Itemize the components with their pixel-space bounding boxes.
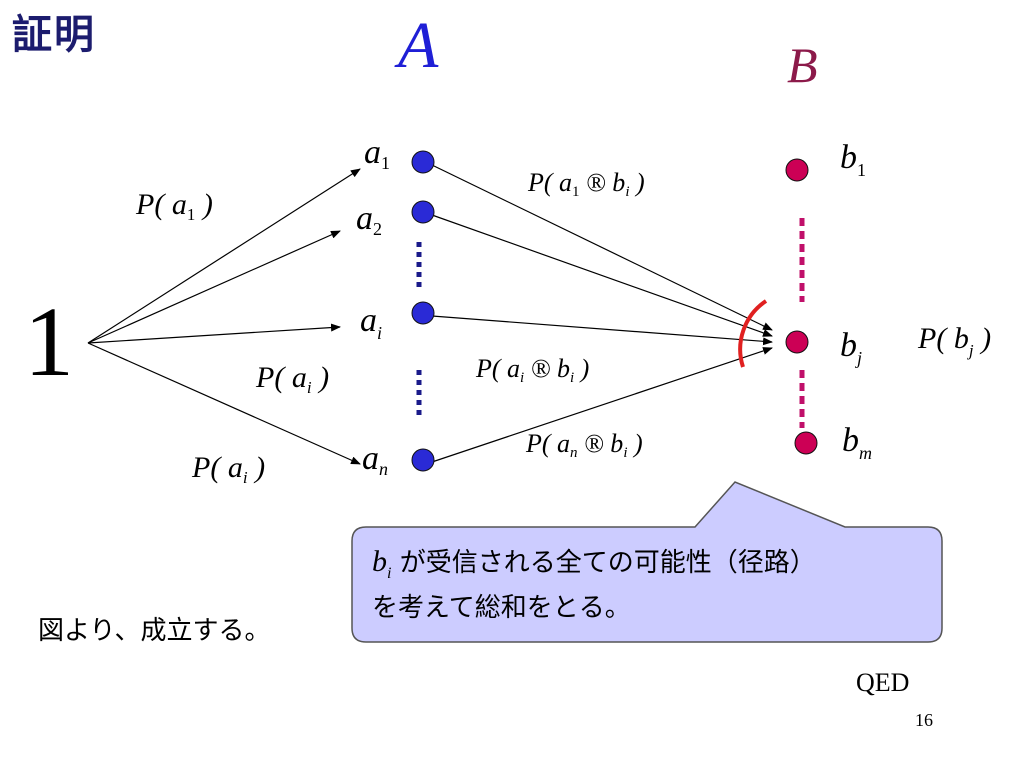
edge-a1-bj [431,164,773,331]
qed-label: QED [856,668,910,697]
callout-line-2: を考えて総和をとる。 [372,593,631,623]
node-bj [785,330,809,354]
label-bm: bm [842,422,872,463]
edge-1-a2 [87,230,341,344]
callout-line-1: が受信される全ての可能性（径路） [391,548,816,578]
label-p-a1: P( a1 ) [135,188,213,224]
node-ai [411,301,435,325]
edge-an-bj [431,347,773,463]
source-node-label: 1 [24,286,74,397]
label-bj: bj [840,327,862,368]
node-a2 [411,200,435,224]
page-number: 16 [915,710,933,730]
callout-bubble [351,481,943,643]
edge-a2-bj [431,214,773,337]
set-b-label: B [787,37,818,93]
label-p-ai-mid: P( ai ) [255,361,329,397]
callout-variable: bi [372,545,392,582]
node-a1 [411,150,435,174]
label-p-an-bi: P( an ® bi ) [525,429,643,461]
slide-title: 証明 [12,12,96,58]
label-p-ai-low: P( ai ) [191,451,265,487]
label-ai: ai [360,302,382,343]
aggregation-arc [738,299,768,368]
node-bm [794,431,818,455]
label-p-bj: P( bj ) [917,322,991,360]
edge-1-an [87,342,361,465]
label-an: an [362,440,388,479]
label-a2: a2 [356,200,382,239]
label-p-ai-bi: P( ai ® bi ) [475,354,589,386]
label-b1: b1 [840,139,866,180]
label-a1: a1 [364,134,390,173]
label-p-a1-bi: P( a1 ® bi ) [527,168,645,200]
node-an [411,448,435,472]
set-a-label: A [398,9,439,82]
edge-1-a1 [87,168,361,344]
edge-1-ai [87,323,341,344]
edge-ai-bj [431,315,773,346]
node-b1 [785,158,809,182]
conclusion-text: 図より、成立する。 [38,616,271,646]
callout-text: bi が受信される全ての可能性（径路） を考えて総和をとる。 [372,545,932,625]
